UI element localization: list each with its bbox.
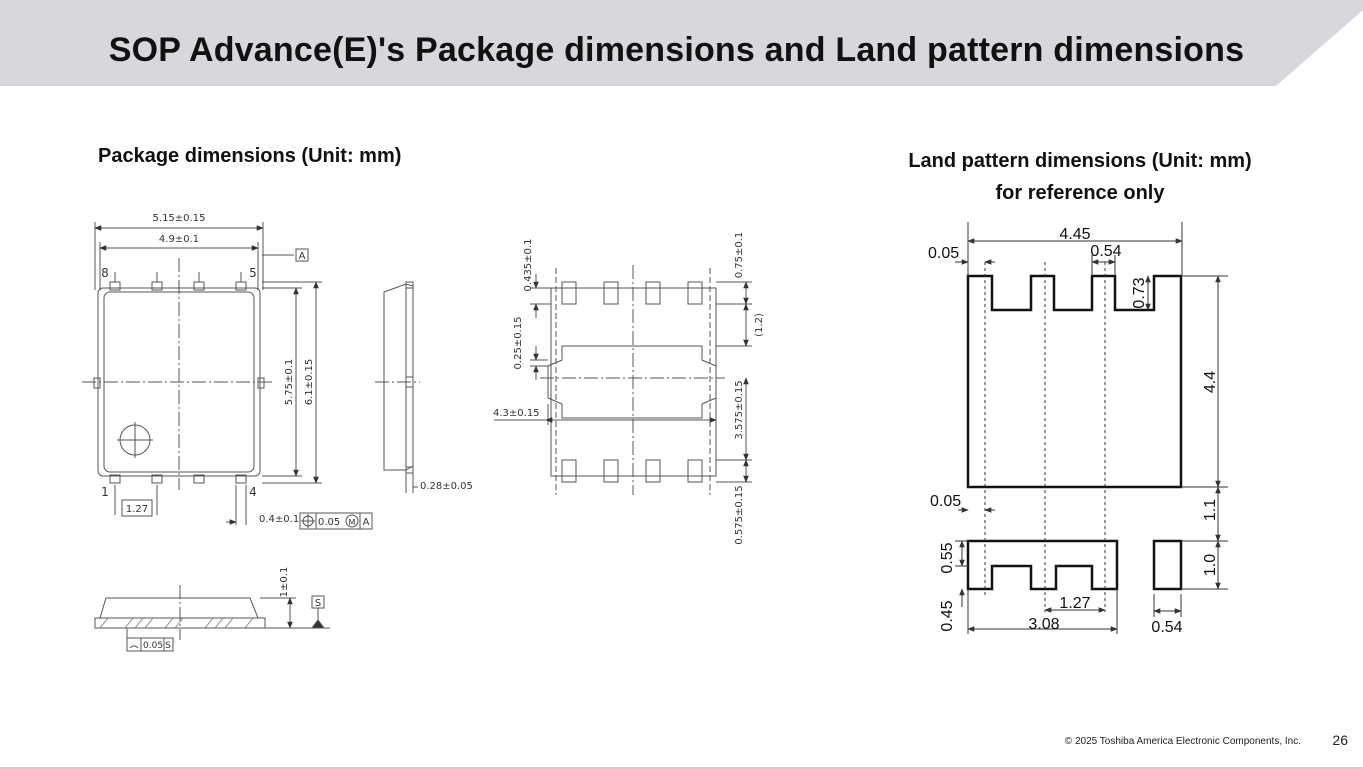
dim-lead-thickness: 0.28±0.05 bbox=[420, 481, 473, 492]
flatness-datum: S bbox=[165, 641, 171, 651]
land-dim-lead-span: 3.08 bbox=[1028, 616, 1059, 633]
package-labels: 5.15±0.15 4.9±0.1 A 8 5 1 4 5.75±0.1 6.1… bbox=[101, 213, 765, 651]
package-front-view bbox=[94, 585, 330, 652]
slide-title: SOP Advance(E)'s Package dimensions and … bbox=[108, 31, 1245, 69]
package-heading: Package dimensions (Unit: mm) bbox=[98, 145, 402, 167]
datum-s-label: S bbox=[315, 598, 321, 609]
dim-width-body: 4.9±0.1 bbox=[159, 234, 199, 245]
land-dim-offset-top: 0.05 bbox=[928, 245, 959, 262]
dim-bottom-d5: 4.3±0.15 bbox=[493, 408, 540, 419]
flatness-value: 0.05 bbox=[143, 641, 163, 651]
mmc-symbol: M bbox=[349, 518, 356, 527]
land-dim-lead-pad-lower: 0.45 bbox=[939, 600, 956, 631]
dim-bottom-d6: 3.575±0.15 bbox=[734, 380, 745, 439]
land-pattern-labels: 4.45 0.05 0.54 0.73 4.4 0.05 1.1 1.0 0.5… bbox=[928, 226, 1219, 636]
position-tolerance: 0.05 bbox=[318, 517, 340, 528]
pin-4-label: 4 bbox=[249, 485, 257, 499]
land-dim-gap: 1.1 bbox=[1202, 499, 1219, 521]
dim-width-outer: 5.15±0.15 bbox=[153, 213, 206, 224]
dim-bottom-d2: 0.75±0.1 bbox=[734, 232, 745, 279]
land-dim-pitch: 1.27 bbox=[1059, 595, 1090, 612]
dim-height-body: 5.75±0.1 bbox=[284, 359, 295, 406]
dim-lead-width: 0.4±0.1 bbox=[259, 514, 299, 525]
land-dim-offset-bottom: 0.05 bbox=[930, 493, 961, 510]
tolerance-datum: A bbox=[363, 517, 370, 528]
dim-bottom-d4: (1.2) bbox=[754, 313, 765, 337]
pin-8-label: 8 bbox=[101, 266, 109, 280]
dim-front-height: 1±0.1 bbox=[279, 567, 290, 598]
land-heading-line1: Land pattern dimensions (Unit: mm) bbox=[908, 150, 1252, 172]
dim-pitch: 1.27 bbox=[126, 504, 148, 515]
package-side-view bbox=[375, 281, 420, 493]
package-bottom-view bbox=[494, 265, 752, 495]
land-dim-slot-width: 0.54 bbox=[1090, 243, 1121, 260]
pin-5-label: 5 bbox=[249, 266, 257, 280]
dim-height-outer: 6.1±0.15 bbox=[304, 359, 315, 406]
land-dim-pad-height: 4.4 bbox=[1202, 371, 1219, 393]
land-dim-lead-pad-upper: 0.55 bbox=[939, 542, 956, 573]
land-dim-total-width: 4.45 bbox=[1059, 226, 1090, 243]
land-heading: Land pattern dimensions (Unit: mm) for r… bbox=[880, 145, 1280, 209]
package-top-view bbox=[82, 222, 373, 530]
page-number: 26 bbox=[1332, 732, 1348, 748]
dim-bottom-d3: 0.25±0.15 bbox=[513, 317, 524, 370]
title-banner bbox=[0, 0, 1363, 86]
land-pattern-drawing bbox=[955, 222, 1228, 634]
pin-1-label: 1 bbox=[101, 485, 109, 499]
land-dim-small-pad-height: 1.0 bbox=[1202, 554, 1219, 576]
dim-bottom-d7: 0.575±0.15 bbox=[734, 485, 745, 544]
bottom-rule bbox=[0, 767, 1363, 769]
land-heading-line2: for reference only bbox=[995, 182, 1165, 204]
land-dim-small-pad-width: 0.54 bbox=[1151, 619, 1182, 636]
copyright-text: © 2025 Toshiba America Electronic Compon… bbox=[1064, 736, 1301, 747]
land-dim-slot-depth: 0.73 bbox=[1131, 277, 1148, 308]
datum-a-label: A bbox=[299, 251, 306, 262]
dim-bottom-d1: 0.435±0.1 bbox=[523, 239, 534, 292]
